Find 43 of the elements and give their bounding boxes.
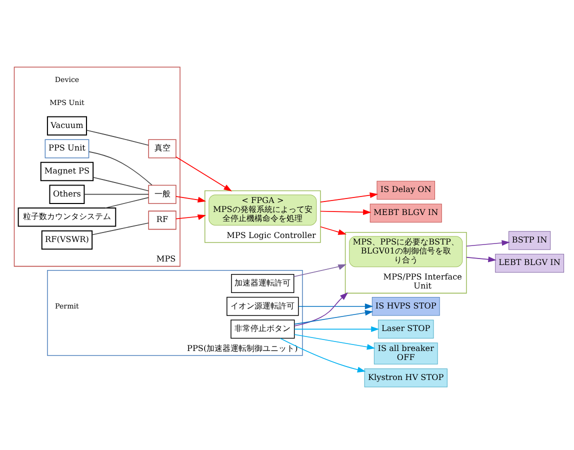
connector: [84, 194, 149, 195]
arrow: [176, 214, 206, 220]
node-box: Magnet PS: [40, 162, 94, 182]
arrow: [320, 226, 346, 235]
node-box: Laser STOP: [378, 320, 434, 339]
node-box: 加速器運転許可: [231, 274, 294, 294]
node-box: BSTP IN: [508, 231, 551, 250]
node-box: IS Delay ON: [376, 180, 436, 200]
arrow: [294, 334, 376, 350]
node-box: 真空: [148, 139, 176, 158]
arrow: [294, 310, 374, 325]
connector: [88, 151, 152, 186]
connector: [92, 176, 149, 192]
arrow: [320, 209, 372, 216]
node-box: 非常停止ボタン: [230, 320, 295, 339]
arrow: [176, 196, 206, 203]
node-box: イオン源運転許可: [226, 296, 299, 316]
arrow: [466, 240, 510, 247]
arrow: [320, 192, 378, 202]
node-box: Vacuum: [46, 116, 87, 136]
node-box: MPS、PPSに必要なBSTP、BLGV01の制御信号を取り合う: [349, 236, 463, 268]
node-box: PPS Unit: [44, 139, 90, 158]
arrow: [294, 292, 348, 326]
node-box: RF(VSWR): [41, 230, 93, 250]
node-box: < FPGA > MPSの発報系統によって安全停止機構命令を処理: [208, 194, 317, 226]
arrow: [466, 256, 496, 262]
node-box: Others: [49, 184, 85, 204]
node-box: 粒子数カウンタシステム: [18, 208, 116, 227]
node-box: MEBT BLGV IN: [370, 204, 442, 222]
node-box: Klystron HV STOP: [364, 368, 448, 388]
node-box: 一般: [148, 184, 176, 204]
node-box: IS all breaker OFF: [374, 342, 438, 364]
connector: [92, 222, 149, 236]
arrow: [176, 156, 232, 192]
node-box: RF: [148, 210, 176, 230]
node-box: LEBT BLGV IN: [495, 254, 564, 273]
arrow: [294, 326, 380, 332]
arrow: [293, 264, 346, 278]
connector: [86, 130, 149, 146]
node-box: IS HVPS STOP: [372, 296, 440, 316]
connector: [104, 197, 149, 208]
arrow: [298, 303, 374, 310]
arrow: [280, 338, 366, 372]
